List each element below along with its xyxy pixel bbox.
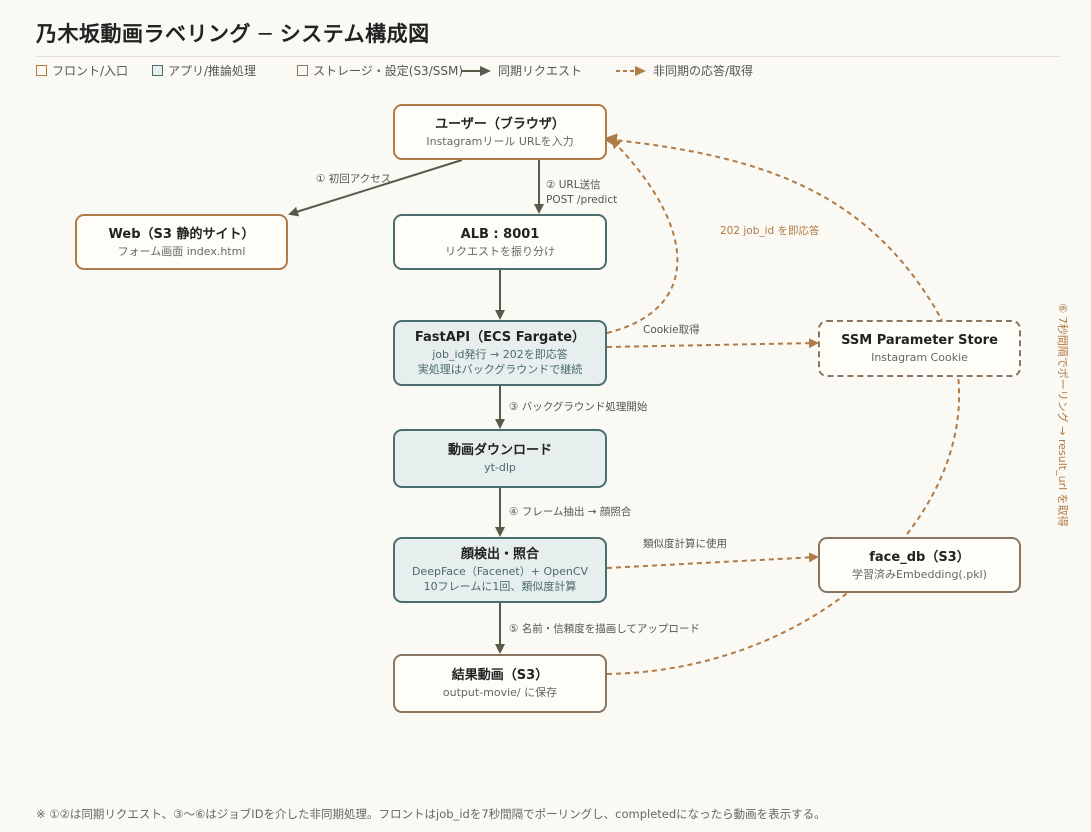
- node-download-title: 動画ダウンロード: [447, 443, 552, 458]
- legend-storage-label: ストレージ・設定(S3/SSM): [313, 64, 464, 78]
- node-facedb-sub: 学習済みEmbedding(.pkl): [852, 567, 987, 581]
- legend-front: フロント/入口: [36, 62, 128, 79]
- legend-async-label: 非同期の応答/取得: [653, 64, 754, 78]
- node-fastapi-sub2: 実処理はバックグラウンドで継続: [417, 363, 583, 376]
- legend-app: アプリ/推論処理: [152, 62, 256, 79]
- edge-cookie: [606, 338, 819, 349]
- node-web: Web（S3 静的サイト） フォーム画面 index.html: [75, 214, 288, 270]
- node-alb: ALB : 8001 リクエストを振り分け: [393, 214, 607, 270]
- node-facedb: face_db（S3） 学習済みEmbedding(.pkl): [818, 537, 1021, 593]
- edge-polling: [603, 133, 960, 675]
- edge-label-frame: ④ フレーム抽出 → 顔照合: [509, 506, 632, 518]
- node-download-sub: yt-dlp: [484, 461, 516, 474]
- legend-front-label: フロント/入口: [52, 64, 129, 78]
- front-swatch-icon: [36, 65, 47, 76]
- node-user: ユーザー（ブラウザ） Instagramリール URLを入力: [393, 104, 607, 160]
- edge-first-access: [288, 159, 463, 217]
- app-swatch-icon: [152, 65, 163, 76]
- edge-label-similarity: 類似度計算に使用: [643, 538, 727, 550]
- storage-swatch-icon: [297, 65, 308, 76]
- legend-sync: 同期リクエスト: [460, 62, 582, 79]
- edge-label-job202: 202 job_id を即応答: [720, 225, 820, 237]
- node-face-title: 顔検出・照合: [460, 547, 539, 562]
- node-ssm-sub: Instagram Cookie: [871, 351, 968, 364]
- edge-similarity: [606, 552, 819, 569]
- node-facedb-title: face_db（S3）: [869, 549, 970, 565]
- node-web-title: Web（S3 静的サイト）: [108, 226, 255, 242]
- legend-storage: ストレージ・設定(S3/SSM): [297, 62, 463, 79]
- async-arrow-icon: [616, 65, 646, 76]
- node-alb-sub: リクエストを振り分け: [445, 244, 555, 258]
- node-web-sub: フォーム画面 index.html: [117, 244, 246, 258]
- footnote: ※ ①②は同期リクエスト、③〜⑥はジョブIDを介した非同期処理。フロントはjob…: [36, 807, 826, 821]
- title-divider: [36, 56, 1060, 57]
- node-user-title: ユーザー（ブラウザ）: [435, 116, 565, 132]
- node-ssm-title: SSM Parameter Store: [841, 333, 998, 348]
- legend-sync-label: 同期リクエスト: [498, 64, 583, 78]
- node-fastapi: FastAPI（ECS Fargate） job_id発行 → 202を即応答 …: [393, 320, 607, 386]
- edge-job202: [606, 138, 679, 334]
- edge-label-first-access: ① 初回アクセス: [316, 173, 392, 185]
- node-result: 結果動画（S3） output-movie/ に保存: [393, 654, 607, 713]
- edge-label-url-send-sub: POST /predict: [546, 194, 618, 206]
- legend-app-label: アプリ/推論処理: [168, 64, 257, 78]
- node-user-sub: Instagramリール URLを入力: [426, 134, 574, 148]
- node-face: 顔検出・照合 DeepFace（Facenet）+ OpenCV 10フレームに…: [393, 537, 607, 603]
- edge-label-url-send: ② URL送信: [546, 179, 601, 191]
- node-alb-title: ALB : 8001: [460, 226, 540, 242]
- edge-label-polling: ⑥ 7秒間隔でポーリング → result_url を取得: [1056, 303, 1069, 527]
- node-face-sub1: DeepFace（Facenet）+ OpenCV: [411, 565, 589, 578]
- node-download: 動画ダウンロード yt-dlp: [393, 429, 607, 488]
- node-result-title: 結果動画（S3）: [451, 668, 549, 683]
- legend-async: 非同期の応答/取得: [615, 62, 753, 79]
- diagram-title: 乃木坂動画ラベリング ─ システム構成図: [36, 22, 430, 46]
- edge-label-cookie: Cookie取得: [643, 324, 700, 336]
- node-result-sub: output-movie/ に保存: [442, 686, 558, 699]
- node-ssm: SSM Parameter Store Instagram Cookie: [818, 320, 1021, 377]
- node-fastapi-sub1: job_id発行 → 202を即応答: [432, 348, 568, 361]
- node-face-sub2: 10フレームに1回、類似度計算: [423, 580, 577, 593]
- edge-label-bg-start: ③ バックグラウンド処理開始: [509, 401, 648, 413]
- edge-label-upload: ⑤ 名前・信頼度を描画してアップロード: [509, 623, 700, 635]
- node-fastapi-title: FastAPI（ECS Fargate）: [414, 330, 586, 345]
- sync-arrow-icon: [461, 65, 491, 76]
